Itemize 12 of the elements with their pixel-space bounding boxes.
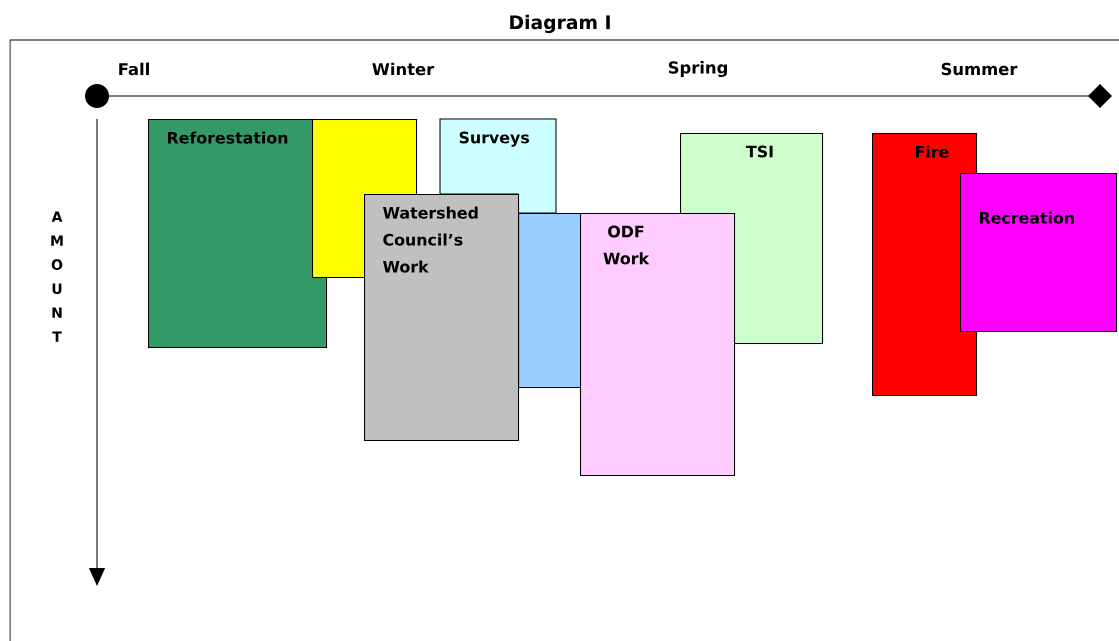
activity-box: ODF Work xyxy=(580,213,736,477)
diagram-title: Diagram I xyxy=(510,14,610,34)
season-label: Summer xyxy=(941,62,1018,76)
empty-box xyxy=(518,213,582,389)
activity-box: Fire xyxy=(872,133,978,397)
season-label: Fall xyxy=(119,62,149,76)
axis-label: AMOUNT xyxy=(51,211,63,342)
activity-box: Watershed Council’s Work xyxy=(364,194,520,442)
season-label: Winter xyxy=(372,62,435,76)
activity-box: Recreation xyxy=(960,173,1118,333)
activity-box: Reforestation xyxy=(148,119,328,349)
season-label: Spring xyxy=(668,61,727,77)
